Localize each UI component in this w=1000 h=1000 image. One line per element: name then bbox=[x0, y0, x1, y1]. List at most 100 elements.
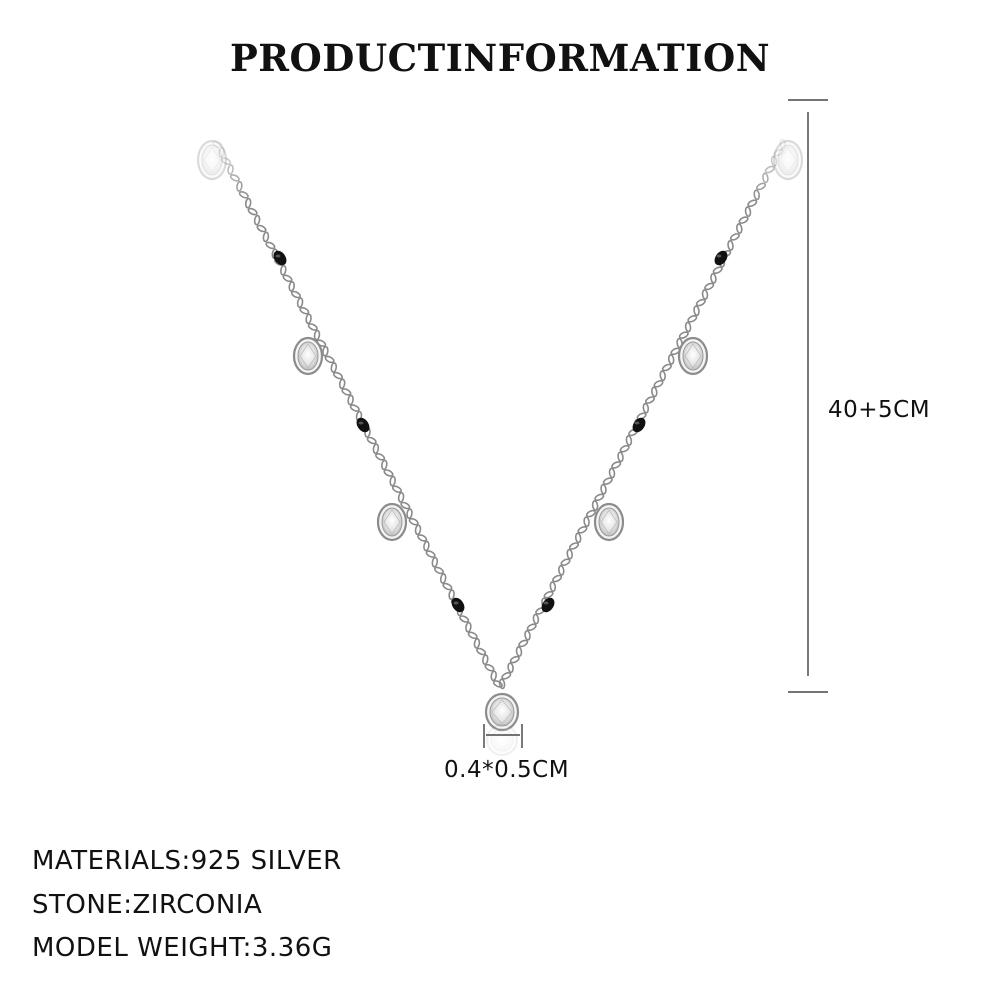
chain-link-right bbox=[617, 451, 624, 463]
chain-link-right bbox=[704, 282, 715, 291]
chain-link-left bbox=[400, 501, 411, 510]
chain-link-right bbox=[577, 525, 588, 534]
chain-link-right bbox=[659, 370, 666, 381]
chain-link-left bbox=[262, 231, 270, 243]
chain-link-left bbox=[221, 157, 232, 165]
chain-link-right bbox=[560, 558, 571, 567]
chain-link-left bbox=[389, 475, 396, 487]
zirconia-drop bbox=[292, 336, 324, 376]
chain-link-left bbox=[341, 388, 352, 396]
chain-link-right bbox=[710, 272, 717, 284]
chain-link-right bbox=[509, 655, 520, 664]
chain-link-left bbox=[338, 378, 346, 390]
chain-link-left bbox=[288, 281, 295, 292]
chain-link-right bbox=[755, 182, 767, 191]
chain-link-right bbox=[549, 581, 557, 592]
chain-link-left bbox=[414, 524, 422, 536]
chain-link-left bbox=[282, 274, 293, 283]
black-bead bbox=[541, 597, 555, 613]
chain-link-left bbox=[307, 323, 318, 331]
chain-link-left bbox=[244, 197, 252, 209]
black-bead bbox=[273, 250, 287, 266]
chain-link-left bbox=[442, 582, 453, 591]
spec-stone: STONE:ZIRCONIA bbox=[32, 890, 263, 920]
chain-link-left bbox=[482, 654, 489, 665]
zirconia-drop bbox=[485, 723, 519, 757]
chain-link-right bbox=[532, 613, 540, 625]
chain-link-left bbox=[247, 207, 258, 216]
chain-link-left bbox=[299, 306, 310, 315]
chain-link-right bbox=[591, 500, 599, 511]
chain-link-left bbox=[332, 371, 344, 380]
chain-link-right bbox=[738, 216, 749, 224]
length-dimension-line bbox=[788, 99, 828, 693]
chain-link-right bbox=[770, 155, 778, 167]
chain-link-right bbox=[566, 548, 573, 560]
chain-link-left bbox=[375, 452, 386, 461]
black-bead bbox=[632, 417, 646, 433]
chain-link-right bbox=[611, 461, 622, 469]
chain-link-right bbox=[600, 483, 607, 495]
chain-link-left bbox=[423, 540, 430, 552]
chain-link-right bbox=[667, 354, 675, 365]
chain-link-left bbox=[305, 313, 312, 325]
chain-link-left bbox=[492, 680, 503, 688]
chain-link-right bbox=[619, 444, 630, 453]
chain-link-left bbox=[296, 297, 304, 308]
black-bead-group bbox=[273, 250, 728, 613]
chain-link-right bbox=[498, 678, 506, 690]
chain-link-right bbox=[695, 298, 706, 307]
chain-link-right bbox=[515, 646, 523, 657]
chain-link-right bbox=[753, 189, 760, 201]
chain-link-right bbox=[608, 467, 616, 479]
chain-link-right bbox=[602, 477, 613, 485]
chain-link-right bbox=[661, 363, 672, 372]
chain-link-right bbox=[526, 623, 537, 632]
chain-link-right bbox=[501, 671, 512, 680]
page-title: PRODUCTINFORMATION bbox=[229, 36, 771, 80]
chain-link-left bbox=[372, 443, 380, 455]
chain-link-left bbox=[381, 459, 388, 471]
chain-link-right bbox=[727, 240, 734, 251]
zirconia-drop bbox=[677, 336, 709, 376]
chain-link-right bbox=[684, 321, 692, 333]
chain-link-left bbox=[408, 517, 419, 526]
black-bead bbox=[714, 250, 728, 266]
chain-link-right bbox=[693, 305, 700, 317]
chain-link-left bbox=[383, 469, 394, 477]
chain-link-left bbox=[253, 214, 261, 226]
spec-materials: MATERIALS:925 SILVER bbox=[32, 846, 342, 876]
chain-link-right bbox=[642, 402, 650, 414]
zirconia-drop bbox=[772, 139, 804, 181]
chain-link-left bbox=[425, 550, 436, 558]
pendant-width-dimension-line bbox=[483, 724, 523, 748]
zirconia-drop bbox=[593, 502, 625, 542]
chain-link-left bbox=[467, 631, 478, 640]
spec-model-weight: MODEL WEIGHT:3.36G bbox=[32, 933, 333, 963]
chain-link-right bbox=[651, 386, 658, 398]
chain-link-right bbox=[678, 331, 689, 339]
chain-link-left bbox=[330, 362, 338, 373]
black-bead bbox=[451, 597, 465, 613]
chain-link-left bbox=[290, 290, 301, 299]
chain-link-right bbox=[524, 629, 531, 641]
chain-link-right bbox=[701, 289, 709, 300]
chain-link-left bbox=[431, 556, 439, 568]
chain-link-left bbox=[347, 394, 354, 406]
chain-link-left bbox=[433, 566, 445, 575]
chain-link-left bbox=[484, 663, 495, 672]
chain-link-right bbox=[712, 266, 723, 275]
chain-link-left bbox=[448, 589, 455, 601]
zirconia-drop-group bbox=[196, 139, 804, 757]
necklace-chain bbox=[212, 138, 787, 690]
chain-link-right bbox=[736, 223, 743, 234]
pendant-size-label: 0.4*0.5CM bbox=[444, 757, 570, 783]
chain-link-left bbox=[229, 174, 240, 182]
chain-link-left bbox=[391, 485, 402, 494]
black-bead bbox=[356, 417, 370, 433]
chain-link-right bbox=[687, 314, 698, 323]
chain-link-left bbox=[406, 508, 413, 519]
chain-link-right bbox=[543, 590, 554, 599]
chain-link-left bbox=[439, 573, 447, 584]
